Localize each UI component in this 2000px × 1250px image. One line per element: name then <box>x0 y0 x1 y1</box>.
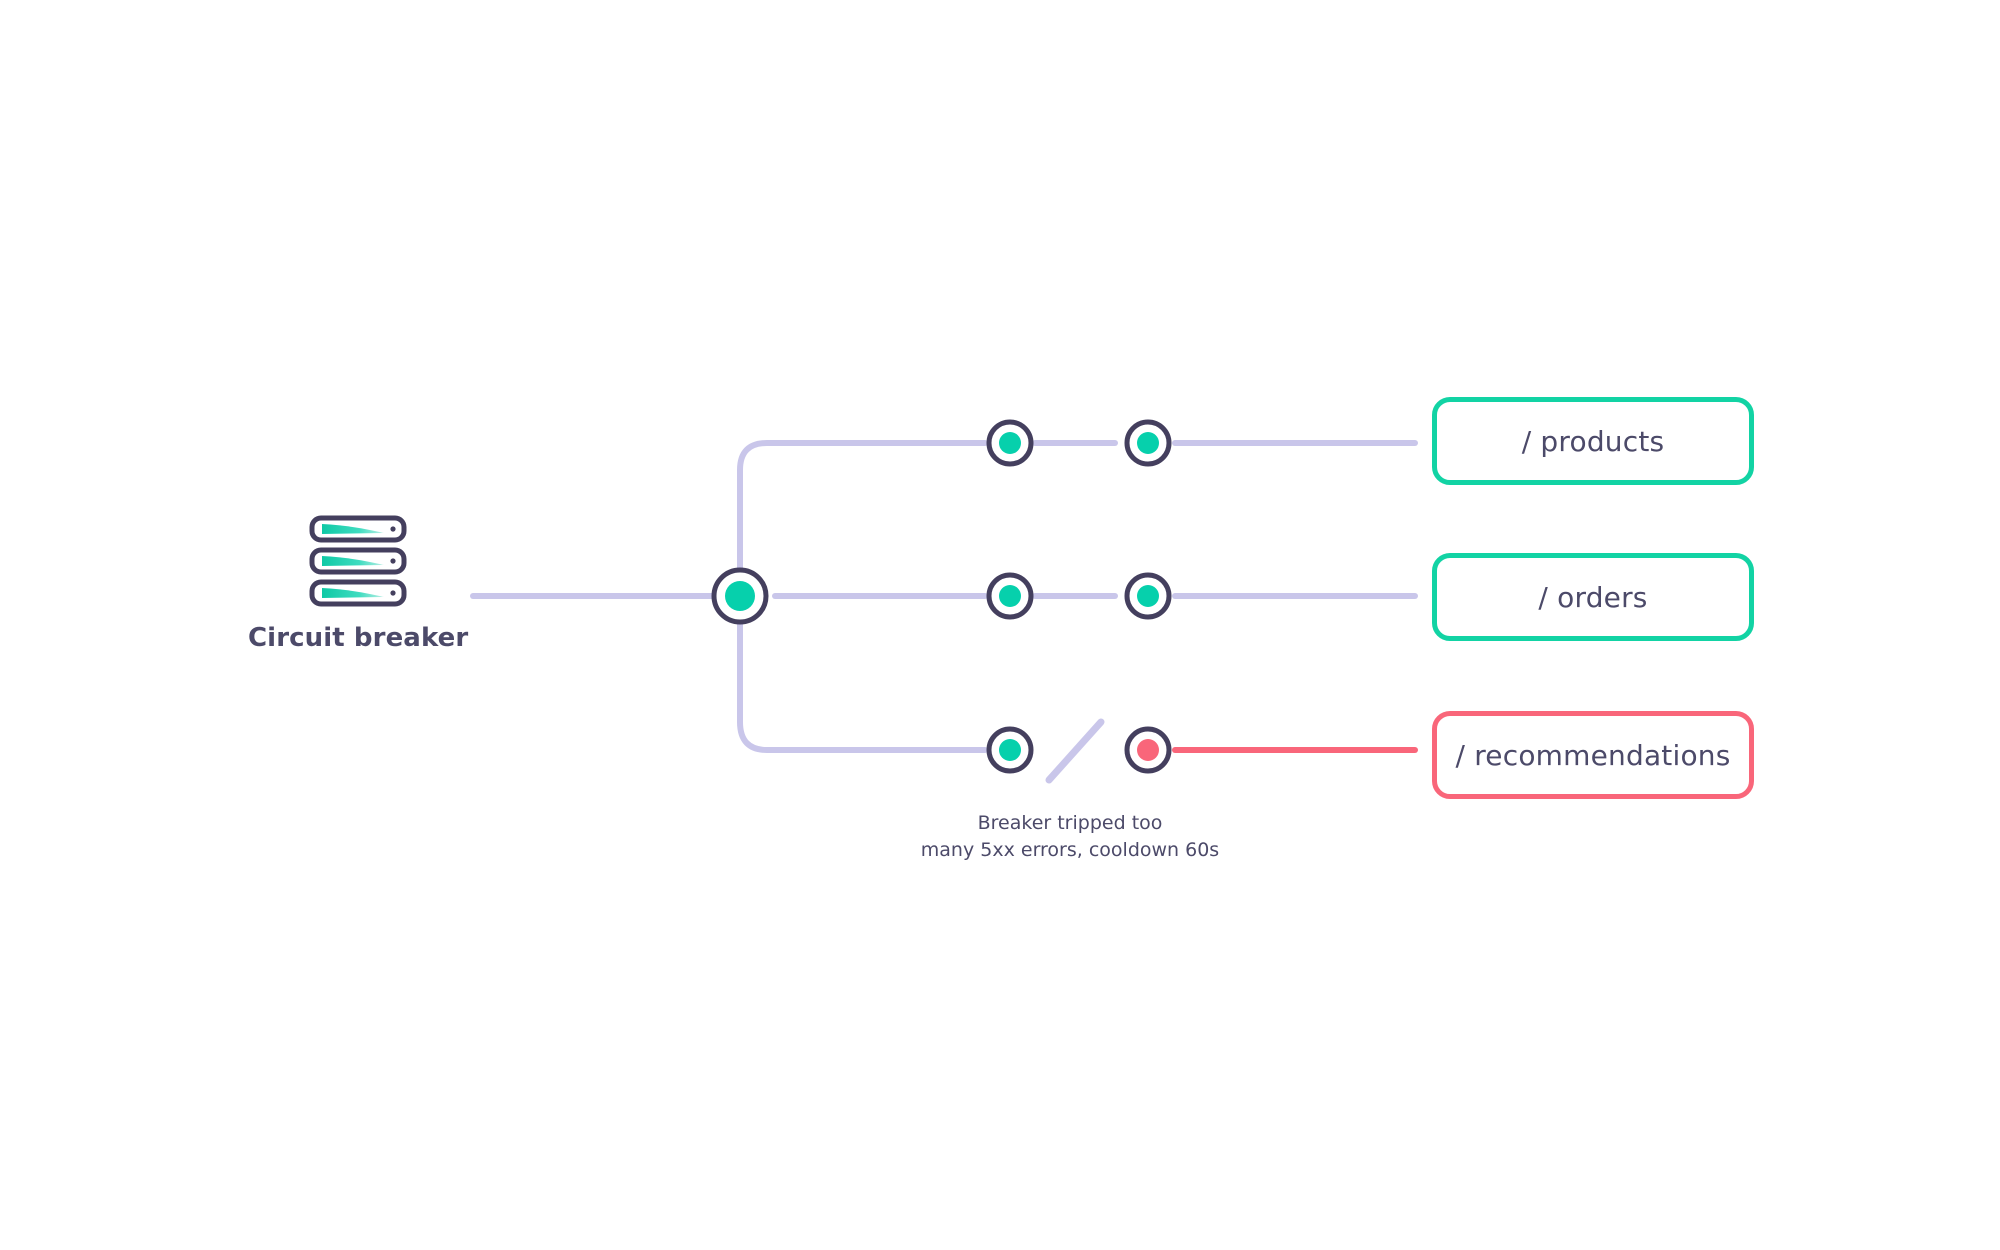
broken-link-slash-icon <box>1045 718 1105 784</box>
route-pill-orders[interactable]: / orders <box>1432 553 1754 641</box>
route-pill-label: / orders <box>1538 580 1648 614</box>
source-node[interactable]: Circuit breaker <box>248 515 468 653</box>
route-node-orders-2[interactable] <box>1124 572 1172 620</box>
wire-branch-products <box>737 440 988 599</box>
route-node-orders-1[interactable] <box>986 572 1034 620</box>
route-pill-label: / recommendations <box>1455 738 1731 772</box>
server-stack-icon <box>309 515 407 607</box>
route-pill-products[interactable]: / products <box>1432 397 1754 485</box>
route-node-recommendations-1[interactable] <box>986 726 1034 774</box>
route-node-products-1[interactable] <box>986 419 1034 467</box>
breaker-caption-line1: Breaker tripped too <box>977 812 1163 834</box>
source-label: Circuit breaker <box>248 623 469 653</box>
route-pill-recommendations[interactable]: / recommendations <box>1432 711 1754 799</box>
breaker-caption: Breaker tripped too many 5xx errors, coo… <box>880 810 1260 864</box>
wire-branch-recommendations <box>737 593 988 753</box>
route-pill-label: / products <box>1521 424 1665 458</box>
route-node-recommendations-2[interactable] <box>1124 726 1172 774</box>
hub-node[interactable] <box>711 567 769 625</box>
breaker-caption-line2: many 5xx errors, cooldown 60s <box>920 838 1220 861</box>
route-node-products-2[interactable] <box>1124 419 1172 467</box>
